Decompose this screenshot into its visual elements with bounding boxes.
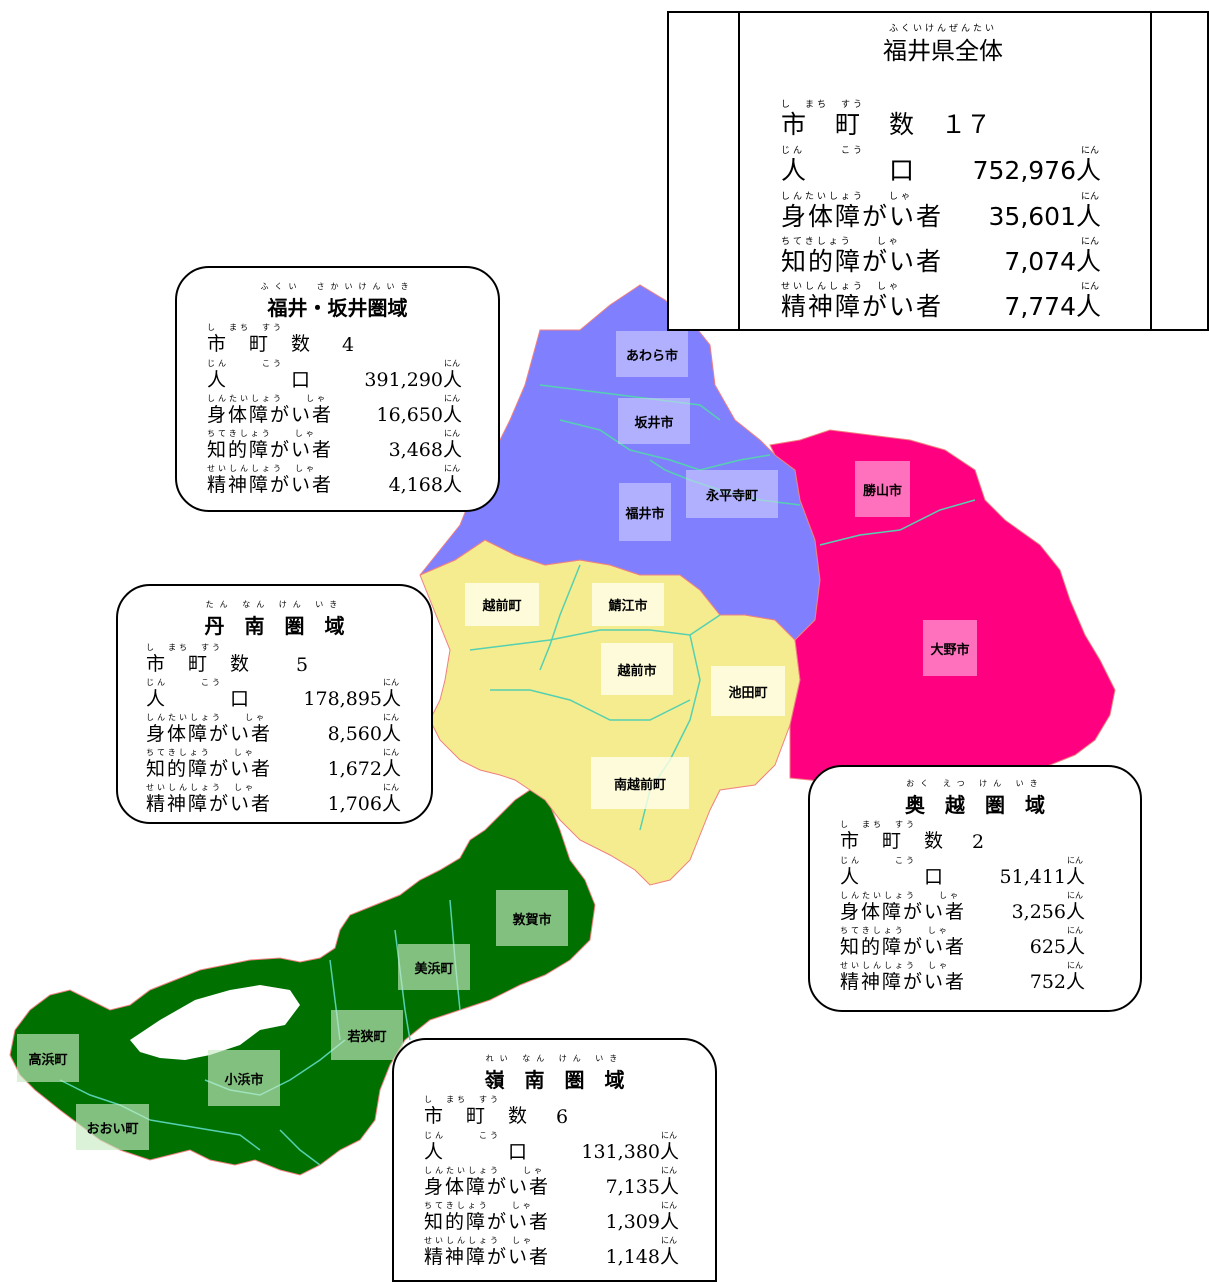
total-population-row: じん こう 人 口 にん 752,976人 [781, 146, 1101, 185]
reinan-population: 131,380人 [581, 1141, 679, 1163]
total-physical-row: しんたいしょう しゃ 身体障がい者 にん 35,601人 [781, 192, 1101, 231]
okuetsu-intellectual: 625人 [1029, 936, 1085, 958]
fukui-sakai-mental: 4,168人 [388, 474, 462, 496]
city-label-eiheiji: 永平寺町 [686, 470, 778, 518]
tannan-population: 178,895人 [303, 688, 401, 710]
city-label-sabae: 鯖江市 [592, 583, 664, 626]
total-intellectual-value: 7,074人 [1004, 247, 1101, 276]
fukui-sakai-population: 391,290人 [364, 369, 462, 391]
reinan-title: れい なん けん いき 嶺 南 圏 域 [484, 1054, 625, 1092]
fukui-sakai-intellectual: 3,468人 [388, 439, 462, 461]
fukui-sakai-municipalities: 4 [342, 334, 355, 356]
total-physical-value: 35,601人 [988, 202, 1101, 231]
total-population-value: 752,976人 [972, 156, 1101, 185]
city-label-awara: あわら市 [616, 331, 688, 377]
tannan-mental: 1,706人 [327, 793, 401, 815]
fukui-sakai-physical: 16,650人 [376, 404, 462, 426]
fukui-sakai-region[interactable] [419, 284, 821, 641]
prefecture-total-title: ふくいけんぜんたい 福井県全体 [883, 24, 1003, 65]
reinan-physical: 7,135人 [605, 1176, 679, 1198]
okuetsu-mental: 752人 [1029, 971, 1085, 993]
total-municipalities-value: １７ [941, 110, 992, 139]
okuetsu-region[interactable] [769, 429, 1116, 784]
total-municipalities-row: し まち すう 市 町 数 １７ [781, 100, 992, 139]
reinan-intellectual: 1,309人 [605, 1211, 679, 1233]
city-label-echizen-shi: 越前市 [601, 643, 673, 695]
tannan-municipalities: 5 [296, 654, 309, 676]
city-label-takahama: 高浜町 [17, 1034, 79, 1082]
okuetsu-population: 51,411人 [999, 866, 1085, 888]
city-label-ono: 大野市 [923, 620, 977, 676]
city-label-sakai: 坂井市 [618, 398, 690, 444]
prefecture-total-panel: ふくいけんぜんたい 福井県全体 し まち すう 市 町 数 １７ じん こう 人… [667, 11, 1209, 331]
okuetsu-municipalities: 2 [972, 831, 985, 853]
city-label-katsuyama: 勝山市 [855, 461, 910, 517]
reinan-region[interactable] [9, 789, 596, 1176]
tannan-intellectual: 1,672人 [327, 758, 401, 780]
reinan-mental: 1,148人 [605, 1246, 679, 1268]
tannan-physical: 8,560人 [327, 723, 401, 745]
city-label-mihama: 美浜町 [398, 944, 470, 990]
city-label-echizen-cho: 越前町 [465, 583, 539, 626]
city-label-minamiechizen: 南越前町 [591, 757, 689, 809]
total-intellectual-row: ちてきしょう しゃ 知的障がい者 にん 7,074人 [781, 237, 1101, 276]
city-label-ikeda: 池田町 [711, 666, 785, 716]
okuetsu-title: おく えつ けん いき 奥 越 圏 域 [905, 779, 1045, 817]
city-label-fukui: 福井市 [619, 483, 671, 541]
city-label-tsuruga: 敦賀市 [496, 890, 568, 946]
reinan-municipalities: 6 [556, 1106, 569, 1128]
city-label-wakasa: 若狭町 [331, 1010, 403, 1060]
fukui-sakai-title: ふくい さかいけんいき 福井・坂井圏域 [260, 282, 415, 320]
city-label-obama: 小浜市 [208, 1050, 280, 1106]
total-mental-row: せいしんしょう しゃ 精神障がい者 にん 7,774人 [781, 282, 1101, 321]
tannan-title: たん なん けん いき 丹 南 圏 域 [204, 600, 345, 638]
okuetsu-physical: 3,256人 [1011, 901, 1085, 923]
total-mental-value: 7,774人 [1004, 292, 1101, 321]
city-label-ohi: おおい町 [76, 1104, 149, 1150]
